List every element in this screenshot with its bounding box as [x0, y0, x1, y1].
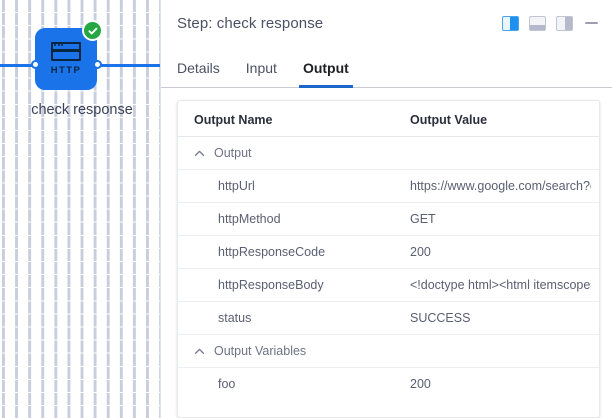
- output-value-cell: 200: [394, 235, 599, 269]
- split-pane-icon[interactable]: [502, 15, 519, 31]
- output-name-cell: httpUrl: [178, 169, 394, 203]
- table-row[interactable]: status SUCCESS: [178, 301, 599, 335]
- panel-tabs: Details Input Output: [161, 46, 612, 88]
- group-label: Output: [214, 146, 252, 160]
- output-value-cell: https://www.google.com/search?q=: [394, 169, 599, 203]
- output-value-cell: SUCCESS: [394, 301, 599, 335]
- table-row[interactable]: foo 200: [178, 368, 599, 401]
- output-table-card: Output Name Output Value: [177, 100, 600, 418]
- table-row[interactable]: httpUrl https://www.google.com/search?q=: [178, 169, 599, 203]
- output-name-cell: httpResponseBody: [178, 268, 394, 302]
- chevron-up-icon[interactable]: [194, 148, 205, 159]
- tab-input[interactable]: Input: [245, 60, 277, 76]
- canvas-divider: [160, 0, 161, 418]
- output-name-cell: httpMethod: [178, 202, 394, 236]
- success-check-icon: [82, 20, 103, 41]
- output-value-cell: <!doctype html><html itemscope=': [394, 268, 599, 302]
- panel-header: Step: check response: [161, 0, 612, 46]
- output-table-container: Output Name Output Value: [161, 88, 612, 418]
- group-row-output-variables[interactable]: Output Variables: [178, 334, 599, 368]
- bottom-panel-icon[interactable]: [529, 15, 546, 31]
- output-name-cell: foo: [218, 377, 236, 391]
- column-header-output-name: Output Name: [178, 101, 394, 137]
- node-caption: check response: [31, 102, 133, 118]
- node-output-port[interactable]: [93, 60, 102, 69]
- http-node-icon-label: HTTP: [50, 65, 82, 76]
- output-name-cell: httpResponseCode: [178, 235, 394, 269]
- panel-title: Step: check response: [177, 14, 324, 32]
- workflow-canvas[interactable]: HTTP check response: [0, 0, 161, 418]
- column-header-output-value: Output Value: [394, 101, 599, 137]
- chevron-up-icon[interactable]: [194, 346, 205, 357]
- output-table: Output Name Output Value: [178, 101, 599, 400]
- output-value-cell: 200: [410, 377, 431, 391]
- panel-actions: [502, 15, 600, 31]
- table-header-row: Output Name Output Value: [178, 101, 599, 137]
- http-window-icon: [51, 42, 81, 64]
- table-row[interactable]: httpMethod GET: [178, 202, 599, 236]
- node-input-port[interactable]: [31, 60, 40, 69]
- group-row-output[interactable]: Output: [178, 136, 599, 170]
- table-row[interactable]: httpResponseCode 200: [178, 235, 599, 269]
- right-panel-icon[interactable]: [556, 15, 573, 31]
- tab-details[interactable]: Details: [177, 60, 220, 76]
- tab-output[interactable]: Output: [298, 60, 353, 88]
- output-name-cell: status: [178, 301, 394, 335]
- output-value-cell: GET: [394, 202, 599, 236]
- minimize-dash-icon[interactable]: [585, 22, 598, 24]
- step-details-panel: Step: check response Details Input Outpu…: [161, 0, 612, 418]
- group-label: Output Variables: [214, 344, 307, 358]
- table-row[interactable]: httpResponseBody <!doctype html><html it…: [178, 268, 599, 302]
